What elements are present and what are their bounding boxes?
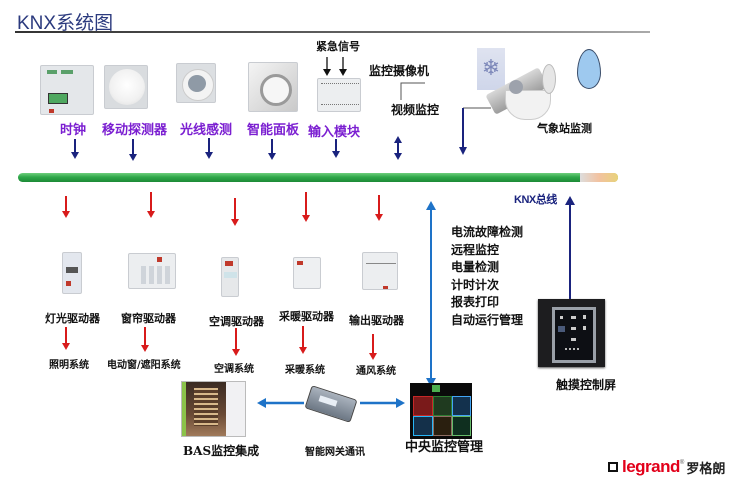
knx-bus-label: KNX总线 [514, 194, 557, 206]
sensor-label-smart-panel: 智能面板 [247, 123, 300, 138]
feature-item: 电量检测 [451, 260, 500, 274]
bus-cable-wires [580, 173, 618, 182]
system-label-ac: 空调系统 [214, 364, 254, 375]
bus-to-actuator-arrows [62, 192, 383, 226]
smart-gateway-image [303, 384, 358, 423]
brand-cn-name: 罗格朗 [686, 461, 726, 477]
actuator-to-system-arrows [62, 326, 377, 360]
weather-connector-line [459, 107, 491, 155]
system-label-window-shading: 电动窗/遮阳系统 [107, 360, 181, 371]
page-title: KNX系统图 [17, 13, 114, 34]
central-monitoring-image [410, 383, 472, 439]
system-label-heating: 采暖系统 [285, 365, 325, 376]
system-label-ventilation: 通风系统 [356, 366, 396, 377]
feature-item: 计时计次 [451, 277, 500, 292]
smart-gateway-label: 智能网关通讯 [305, 447, 365, 458]
clock-device-image [40, 65, 94, 115]
sensor-to-bus-arrows [71, 136, 402, 161]
curtain-actuator-image [128, 253, 176, 289]
bas-integration-image [181, 381, 246, 437]
heating-actuator-image [293, 257, 321, 289]
central-monitoring-label: 中央监控管理 [405, 440, 484, 455]
sensor-label-input-module: 输入模块 [308, 125, 361, 140]
actuator-label-lighting: 灯光驱动器 [45, 312, 100, 325]
brand-registered: ® [679, 460, 685, 466]
touchscreen-image [538, 299, 605, 367]
gateway-to-bas-arrow [257, 398, 304, 408]
feature-item: 自动运行管理 [451, 312, 524, 327]
feature-item: 报表打印 [451, 295, 500, 309]
sensor-label-motion-detector: 移动探测器 [102, 123, 168, 138]
touchscreen-label: 触摸控制屏 [556, 378, 617, 392]
knx-bus-cable [18, 173, 618, 182]
sensor-label-light-sensor: 光线感测 [180, 123, 233, 138]
feature-list: 电流故障检测 远程监控 电量检测 计时计次 报表打印 自动运行管理 [451, 224, 523, 329]
touchscreen-to-bus-arrow [565, 196, 575, 299]
actuator-label-output: 输出驱动器 [349, 314, 404, 327]
emergency-signal-label: 紧急信号 [316, 40, 360, 53]
central-bus-bidirectional-arrow [426, 201, 436, 387]
ac-actuator-image [221, 257, 239, 297]
emergency-arrows [323, 57, 347, 76]
weather-station-image [485, 64, 557, 120]
smart-panel-image [248, 62, 298, 112]
camera-connector-line [400, 82, 425, 100]
video-monitoring-label: 视频监控 [391, 103, 440, 117]
sensor-label-clock: 时钟 [60, 123, 87, 138]
feature-item: 电流故障检测 [451, 225, 524, 239]
weather-station-label: 气象站监测 [537, 122, 592, 135]
gateway-to-central-arrow [360, 398, 405, 408]
light-sensor-image [176, 63, 216, 103]
legrand-logo: legrand ® 罗格朗 [608, 457, 725, 477]
output-actuator-image [362, 252, 398, 290]
brand-name: legrand [622, 457, 680, 476]
bas-integration-label: BAS监控集成 [183, 444, 260, 458]
rain-cloud-icon [577, 49, 601, 89]
actuator-label-curtain: 窗帘驱动器 [121, 312, 176, 325]
surveillance-camera-label: 监控摄像机 [369, 64, 430, 78]
actuator-label-heating: 采暖驱动器 [279, 310, 334, 323]
lighting-actuator-image [62, 252, 82, 294]
actuator-label-ac: 空调驱动器 [209, 315, 264, 328]
snowflake-icon: ❄ [477, 48, 505, 90]
input-module-image [317, 78, 361, 112]
legrand-mark-icon [608, 462, 618, 472]
motion-detector-image [104, 65, 148, 109]
system-label-lighting: 照明系统 [49, 360, 89, 371]
title-divider [15, 31, 650, 33]
feature-item: 远程监控 [451, 242, 500, 257]
